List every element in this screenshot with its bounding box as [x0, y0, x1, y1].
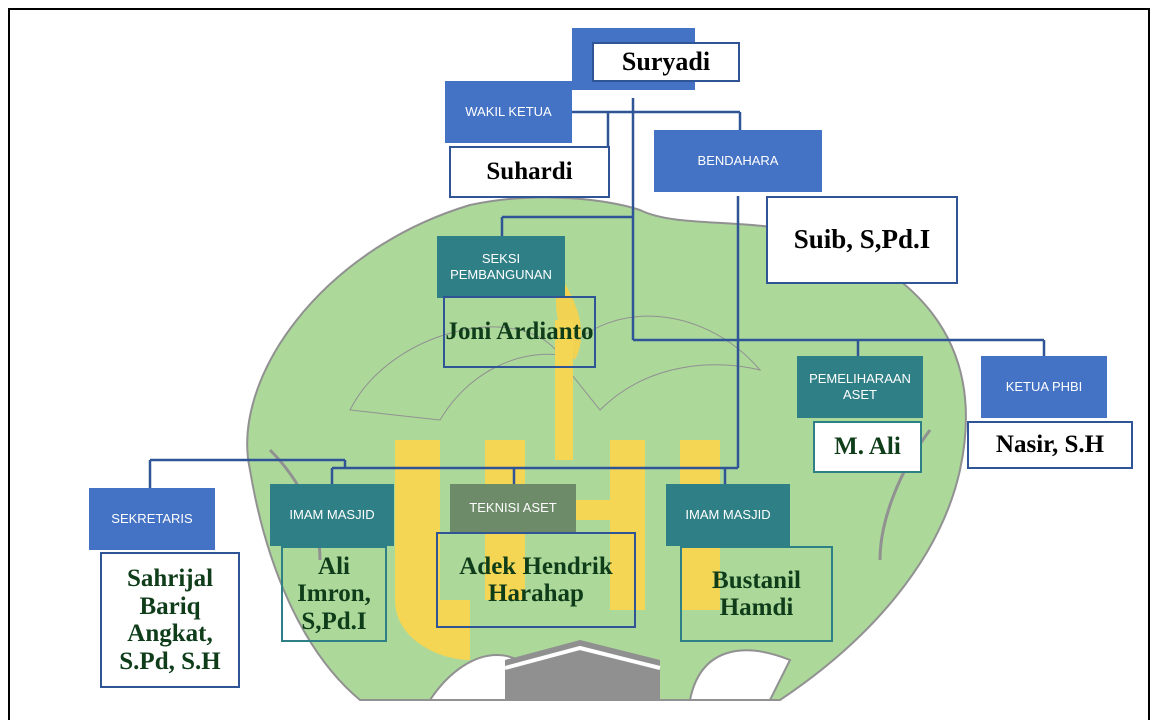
imam-masjid-1-name: Ali Imron, S,Pd.I — [281, 546, 387, 642]
ketua-phbi-role: KETUA PHBI — [981, 356, 1107, 418]
connector-lines — [148, 98, 1046, 488]
seksi-pembangunan-name: Joni Ardianto — [443, 296, 596, 368]
bendahara-name: Suib, S,Pd.I — [766, 196, 958, 284]
sekretaris-name: Sahrijal Bariq Angkat, S.Pd, S.H — [100, 552, 240, 688]
pemeliharaan-aset-role: PEMELIHARAAN ASET — [797, 356, 923, 418]
pemeliharaan-aset-name: M. Ali — [813, 421, 922, 473]
teknisi-aset-role: TEKNISI ASET — [450, 484, 576, 532]
teknisi-aset-name: Adek Hendrik Harahap — [436, 532, 636, 628]
bendahara-role: BENDAHARA — [654, 130, 822, 192]
wakil-ketua-role: WAKIL KETUA — [445, 81, 572, 143]
page-frame — [8, 8, 1150, 720]
imam-masjid-2-name: Bustanil Hamdi — [680, 546, 833, 642]
imam-masjid-1-role: IMAM MASJID — [270, 484, 394, 546]
sekretaris-role: SEKRETARIS — [89, 488, 215, 550]
ketua-name: Suryadi — [592, 42, 740, 82]
wakil-ketua-name: Suhardi — [449, 146, 610, 198]
seksi-pembangunan-role: SEKSI PEMBANGUNAN — [437, 236, 565, 298]
ketua-phbi-name: Nasir, S.H — [967, 421, 1133, 469]
imam-masjid-2-role: IMAM MASJID — [666, 484, 790, 546]
